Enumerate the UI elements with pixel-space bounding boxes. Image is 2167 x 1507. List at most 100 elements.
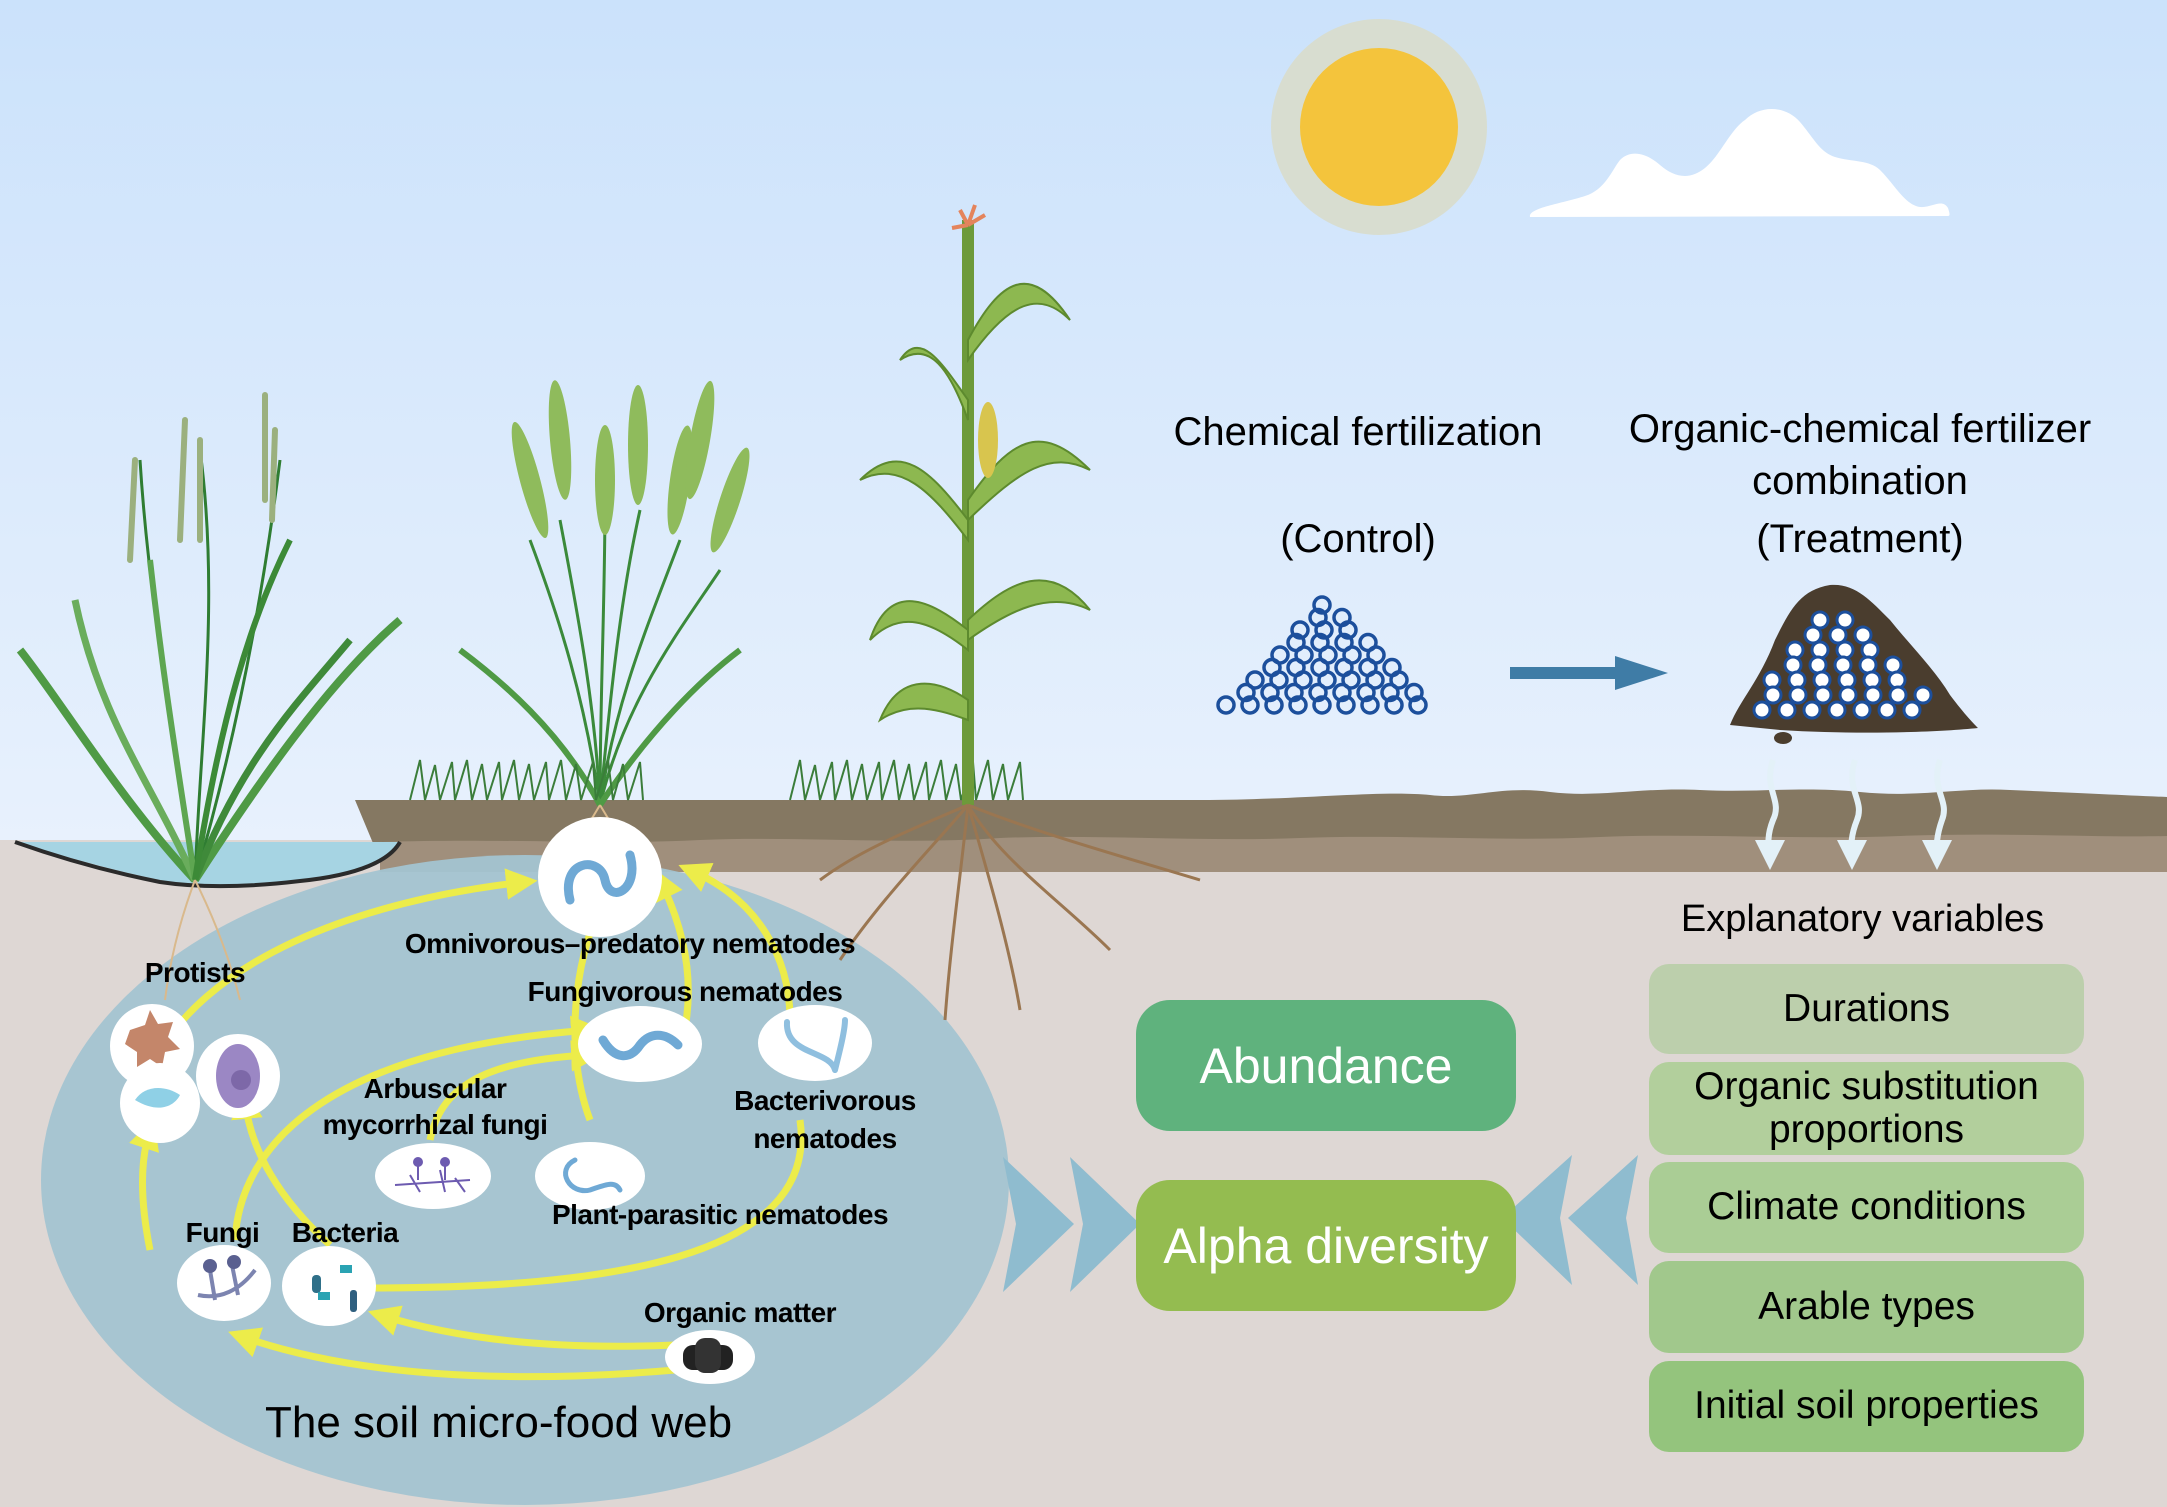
pellet: [1288, 695, 1308, 715]
pellet: [1236, 682, 1256, 703]
pellet: [1216, 695, 1236, 715]
compost-pellet: [1777, 700, 1797, 720]
pellet: [1284, 682, 1304, 703]
pellet: [1360, 695, 1380, 715]
leaching-arrows: [1754, 759, 1952, 870]
pellet: [1317, 670, 1337, 690]
pellet: [1308, 682, 1328, 703]
compost-pellet: [1833, 655, 1853, 675]
fungi-node: [177, 1245, 271, 1321]
organic-matter-node: [665, 1330, 755, 1384]
outcome-alpha-diversity: Alpha diversity: [1136, 1180, 1516, 1311]
bacteria-node: [282, 1246, 376, 1326]
label-organic-matter: Organic matter: [643, 1297, 837, 1328]
outcome-abundance: Abundance: [1136, 1000, 1516, 1131]
compost-pellet: [1763, 685, 1783, 705]
chevron-right-icon: [1003, 1157, 1140, 1292]
compost-pellet: [1853, 625, 1873, 645]
compost-pellet: [1783, 655, 1803, 675]
label-bacteria: Bacteria: [291, 1217, 399, 1248]
omnivorous-nematode-node: [538, 817, 662, 937]
label-bacterivorous-line1: Bacterivorous: [734, 1085, 916, 1116]
pellet: [1293, 670, 1313, 690]
grass-strip: [409, 759, 1024, 801]
compost-pellet: [1863, 685, 1883, 705]
control-title: Chemical fertilization: [1173, 410, 1543, 454]
food-web-arrows: [129, 862, 805, 1381]
explanatory-title: Explanatory variables: [1680, 898, 2045, 940]
pellet: [1264, 695, 1284, 715]
pellet: [1290, 620, 1310, 640]
compost-pellet: [1835, 610, 1855, 630]
compost-pellet: [1883, 655, 1903, 675]
soil-layer-bottom: [380, 834, 2167, 872]
pellet: [1314, 620, 1334, 640]
pellet: [1365, 670, 1385, 690]
label-protists: Protists: [144, 957, 246, 988]
compost-pellet: [1877, 700, 1897, 720]
fertilizer-pellets-icon: [1216, 595, 1428, 715]
treatment-subtitle: (Treatment): [1756, 517, 1964, 561]
compost-pellet: [1788, 685, 1808, 705]
pellet: [1260, 682, 1280, 703]
compost-pellet: [1852, 700, 1872, 720]
variable-durations: Durations: [1649, 964, 2084, 1054]
compost-pellet: [1838, 685, 1858, 705]
compost-pellet: [1808, 655, 1828, 675]
pellet: [1408, 695, 1428, 715]
pellet: [1341, 670, 1361, 690]
pellet: [1240, 695, 1260, 715]
bacterivorous-nematode-node: [758, 1005, 872, 1081]
food-web-area: [41, 855, 1009, 1505]
variable-organic-substitution-line2: proportions: [1768, 1107, 1965, 1151]
label-bacterivorous-line2: nematodes: [753, 1123, 897, 1154]
amf-node: [375, 1143, 491, 1209]
pellet: [1389, 670, 1409, 690]
food-web-title: The soil micro-food web: [265, 1398, 733, 1447]
pellet: [1356, 682, 1376, 703]
pellet: [1332, 682, 1352, 703]
compost-pellet: [1888, 685, 1908, 705]
protists-node: [110, 1004, 280, 1143]
compost-pellet: [1828, 625, 1848, 645]
plant-parasitic-nematode-node: [535, 1142, 645, 1210]
treatment-title-line1: Organic-chemical fertilizer: [1628, 407, 2092, 451]
chevron-left-icon: [1502, 1155, 1638, 1285]
compost-pellet: [1835, 640, 1855, 660]
label-fungivorous: Fungivorous nematodes: [527, 976, 843, 1007]
label-amf-line1: Arbuscular: [363, 1073, 507, 1104]
label-omnivorous: Omnivorous–predatory nematodes: [404, 928, 856, 959]
sun-icon: [1271, 19, 1487, 235]
compost-pellet: [1810, 610, 1830, 630]
variable-arable-types: Arable types: [1649, 1261, 2084, 1353]
variable-initial-soil: Initial soil properties: [1649, 1361, 2084, 1452]
pellet: [1336, 695, 1356, 715]
variable-climate: Climate conditions: [1649, 1162, 2084, 1253]
compost-pellet: [1913, 685, 1933, 705]
compost-pellet: [1785, 640, 1805, 660]
arrow-right-icon: [1510, 656, 1668, 690]
compost-pellet: [1802, 700, 1822, 720]
cloud-icon: [1529, 108, 1950, 217]
variable-organic-substitution: Organic substitution proportions: [1649, 1062, 2084, 1155]
maize-plant-icon: [859, 204, 1091, 805]
compost-pellet: [1752, 700, 1772, 720]
compost-pile-icon: [1730, 584, 1978, 744]
compost-pellet: [1902, 700, 1922, 720]
pellet: [1380, 682, 1400, 703]
control-subtitle: (Control): [1280, 517, 1436, 561]
compost-pellet: [1803, 625, 1823, 645]
label-amf-line2: mycorrhizal fungi: [322, 1109, 548, 1140]
compost-pellet: [1827, 700, 1847, 720]
label-plant-parasitic: Plant-parasitic nematodes: [551, 1199, 889, 1230]
treatment-title-line2: combination: [1752, 459, 1968, 503]
pellet: [1312, 595, 1332, 615]
pellet: [1245, 670, 1265, 690]
compost-pellet: [1858, 655, 1878, 675]
pellet: [1384, 695, 1404, 715]
rice-plant-icon: [16, 392, 403, 883]
variable-organic-substitution-line1: Organic substitution: [1694, 1065, 2039, 1109]
pellet: [1404, 682, 1424, 703]
compost-pellet: [1813, 685, 1833, 705]
pellet: [1269, 670, 1289, 690]
